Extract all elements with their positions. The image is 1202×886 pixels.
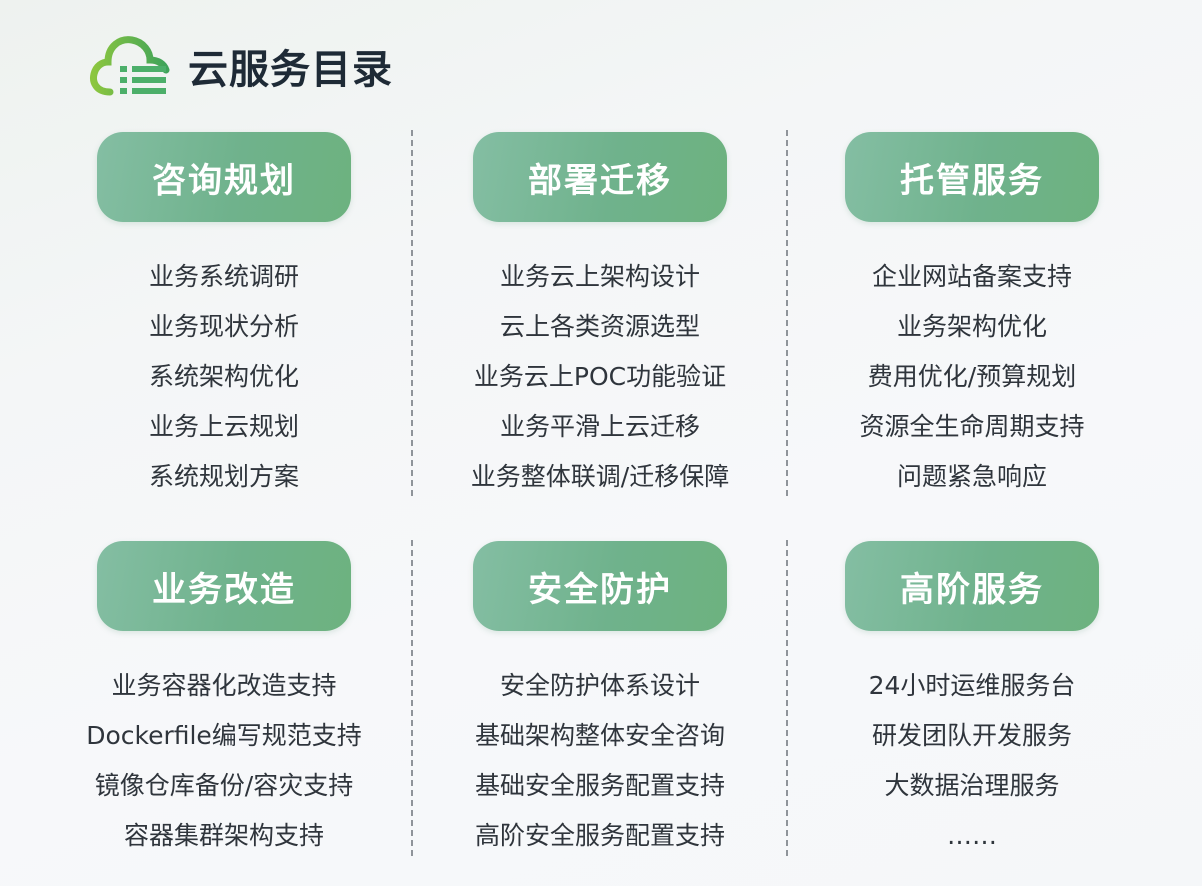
list-item: 云上各类资源选型 [499,312,700,341]
list-item: 基础安全服务配置支持 [474,771,725,800]
cloud-list-icon [90,36,170,96]
section-badge: 业务改造 [97,541,351,631]
list-item: 高阶安全服务配置支持 [474,821,725,850]
list-item: …… [947,821,997,850]
column-divider [411,130,413,496]
section-items: 业务云上架构设计 云上各类资源选型 业务云上POC功能验证 业务平滑上云迁移 业… [471,252,729,502]
section-deployment: 部署迁移 业务云上架构设计 云上各类资源选型 业务云上POC功能验证 业务平滑上… [420,132,780,502]
list-item: 基础架构整体安全咨询 [474,721,725,750]
section-security: 安全防护 安全防护体系设计 基础架构整体安全咨询 基础安全服务配置支持 高阶安全… [420,541,780,861]
section-items: 业务系统调研 业务现状分析 系统架构优化 业务上云规划 系统规划方案 [149,252,299,502]
list-item: 资源全生命周期支持 [859,412,1085,441]
list-item: Dockerfile编写规范支持 [86,721,362,750]
list-item: 业务整体联调/迁移保障 [470,462,730,491]
column-divider [786,130,788,496]
list-item: 系统架构优化 [148,362,299,391]
list-item: 业务云上架构设计 [499,262,700,291]
section-managed: 托管服务 企业网站备案支持 业务架构优化 费用优化/预算规划 资源全生命周期支持… [792,132,1152,502]
page-header: 云服务目录 [88,30,393,102]
list-item: 容器集群架构支持 [123,821,324,850]
section-consulting: 咨询规划 业务系统调研 业务现状分析 系统架构优化 业务上云规划 系统规划方案 [44,132,404,502]
list-item: 问题紧急响应 [896,462,1047,491]
list-item: 系统规划方案 [148,462,299,491]
section-items: 企业网站备案支持 业务架构优化 费用优化/预算规划 资源全生命周期支持 问题紧急… [859,252,1084,502]
column-divider [411,540,413,856]
list-item: 业务系统调研 [148,262,299,291]
list-item: 业务容器化改造支持 [111,671,337,700]
section-badge: 托管服务 [845,132,1099,222]
list-item: 业务平滑上云迁移 [499,412,700,441]
list-item: 研发团队开发服务 [871,721,1072,750]
section-items: 24小时运维服务台 研发团队开发服务 大数据治理服务 …… [869,661,1076,861]
list-item: 业务现状分析 [148,312,299,341]
list-item: 业务上云规划 [148,412,299,441]
list-item: 大数据治理服务 [884,771,1060,800]
list-item: 24小时运维服务台 [868,671,1076,700]
column-divider [786,540,788,856]
list-item: 业务架构优化 [896,312,1047,341]
section-items: 安全防护体系设计 基础架构整体安全咨询 基础安全服务配置支持 高阶安全服务配置支… [475,661,725,861]
list-item: 安全防护体系设计 [499,671,700,700]
list-item: 费用优化/预算规划 [867,362,1077,391]
section-badge: 安全防护 [473,541,727,631]
section-badge: 高阶服务 [845,541,1099,631]
section-advanced: 高阶服务 24小时运维服务台 研发团队开发服务 大数据治理服务 …… [792,541,1152,861]
section-badge: 部署迁移 [473,132,727,222]
section-transformation: 业务改造 业务容器化改造支持 Dockerfile编写规范支持 镜像仓库备份/容… [44,541,404,861]
list-item: 业务云上POC功能验证 [473,362,727,391]
page-title: 云服务目录 [188,47,393,93]
list-item: 企业网站备案支持 [871,262,1072,291]
section-badge: 咨询规划 [97,132,351,222]
list-item: 镜像仓库备份/容灾支持 [94,771,354,800]
section-items: 业务容器化改造支持 Dockerfile编写规范支持 镜像仓库备份/容灾支持 容… [86,661,362,861]
